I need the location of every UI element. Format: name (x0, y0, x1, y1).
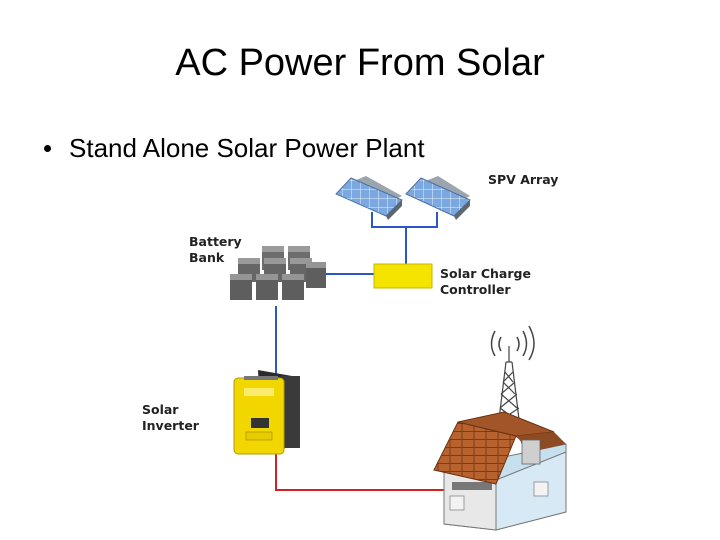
solar-panel-right (405, 176, 471, 220)
solar-panel-left (335, 176, 403, 220)
bullet-item: Stand Alone Solar Power Plant (44, 133, 425, 164)
label-spv-array: SPV Array (488, 172, 558, 188)
bullet-icon (44, 145, 51, 152)
label-inverter-line2: Inverter (142, 418, 199, 433)
label-battery-line2: Bank (189, 250, 225, 265)
label-solar-inverter: Solar Inverter (142, 402, 199, 434)
label-battery-bank: Battery Bank (189, 234, 242, 266)
solar-inverter (233, 370, 300, 455)
ac-wire (275, 450, 446, 491)
label-inverter-line1: Solar (142, 402, 179, 417)
label-charge-controller: Solar Charge Controller (440, 266, 531, 298)
battery-bank (230, 246, 326, 300)
slide-title: AC Power From Solar (175, 42, 545, 84)
charge-controller (373, 263, 433, 289)
house (433, 411, 567, 531)
wire-panel-left (371, 212, 406, 228)
label-spv-array-text: SPV Array (488, 172, 559, 187)
label-battery-line1: Battery (189, 234, 242, 249)
wifi-signal-icon (490, 325, 535, 361)
bullet-text: Stand Alone Solar Power Plant (69, 133, 425, 163)
label-controller-line2: Controller (440, 282, 511, 297)
label-controller-line1: Solar Charge (440, 266, 531, 281)
wire-panel-right (406, 212, 438, 228)
